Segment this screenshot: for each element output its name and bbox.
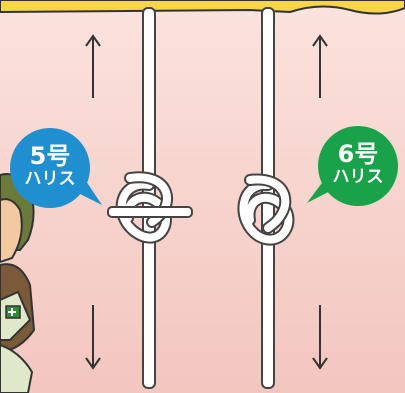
right-line-6go (237, 7, 295, 389)
left-bubble (10, 128, 102, 208)
right-bubble-text: 6号 ハリス (328, 142, 388, 186)
right-bubble-label: ハリス (332, 167, 384, 187)
right-bubble-number: 6号 (337, 140, 379, 168)
left-line-5go (107, 7, 193, 389)
right-bubble (307, 126, 398, 206)
top-banner-decoration (0, 0, 405, 15)
left-bubble-number: 5号 (29, 142, 71, 170)
arrow-down-left (85, 305, 101, 370)
left-bubble-label: ハリス (24, 169, 76, 189)
arrow-up-right (312, 34, 328, 98)
left-bubble-text: 5号 ハリス (20, 144, 80, 188)
arrow-up-left (85, 34, 101, 98)
arrow-down-right (312, 305, 328, 370)
mascot-character (0, 173, 36, 393)
